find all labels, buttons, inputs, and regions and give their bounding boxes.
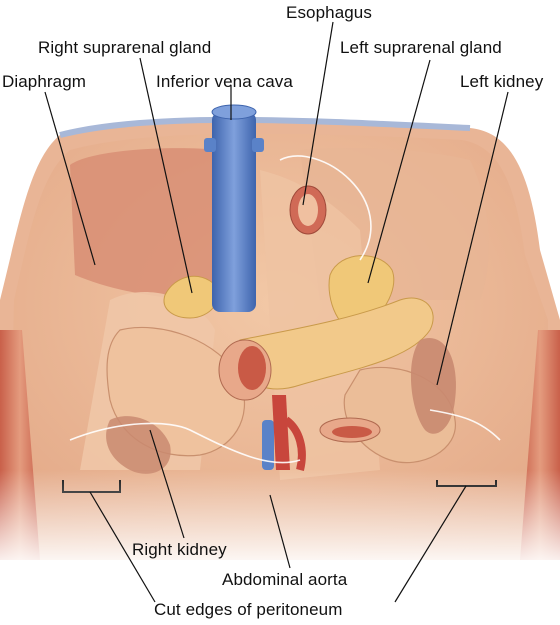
bottom-white	[0, 560, 560, 625]
leader-esophagus	[302, 21, 334, 206]
left-kidney-shape	[410, 338, 456, 434]
leader-left-kidney	[436, 91, 509, 386]
leader-cut-edge-left	[89, 491, 156, 603]
pancreas-shape	[239, 297, 434, 390]
cut-bowel-segment	[218, 339, 381, 443]
leader-abdominal-aorta	[269, 494, 291, 569]
abdominal-aorta-shape	[272, 395, 306, 471]
leader-right-kidney	[149, 429, 185, 539]
label-abdominal-aorta: Abdominal aorta	[222, 570, 348, 589]
leader-right-suprarenal-gland	[139, 57, 193, 294]
peritoneum-cut-edge-lines	[69, 155, 501, 464]
right-kidney-shape	[106, 416, 171, 474]
esophagus-shape	[289, 185, 327, 235]
inferior-vena-cava-shape	[204, 104, 274, 470]
leader-lines	[44, 21, 509, 603]
label-right-kidney: Right kidney	[132, 540, 227, 559]
label-diaphragm: Diaphragm	[2, 72, 87, 91]
label-esophagus: Esophagus	[286, 3, 372, 22]
leader-diaphragm	[44, 91, 96, 266]
label-cut-edges-of-peritoneum: Cut edges of peritoneum	[154, 600, 343, 619]
bottom-fade	[0, 470, 560, 570]
label-left-suprarenal-gland: Left suprarenal gland	[340, 38, 502, 57]
label-left-kidney: Left kidney	[460, 72, 544, 91]
label-right-suprarenal-gland: Right suprarenal gland	[38, 38, 212, 57]
label-inferior-vena-cava: Inferior vena cava	[156, 72, 293, 91]
leader-left-suprarenal-gland	[367, 59, 431, 284]
leader-cut-edge-right	[394, 485, 467, 603]
